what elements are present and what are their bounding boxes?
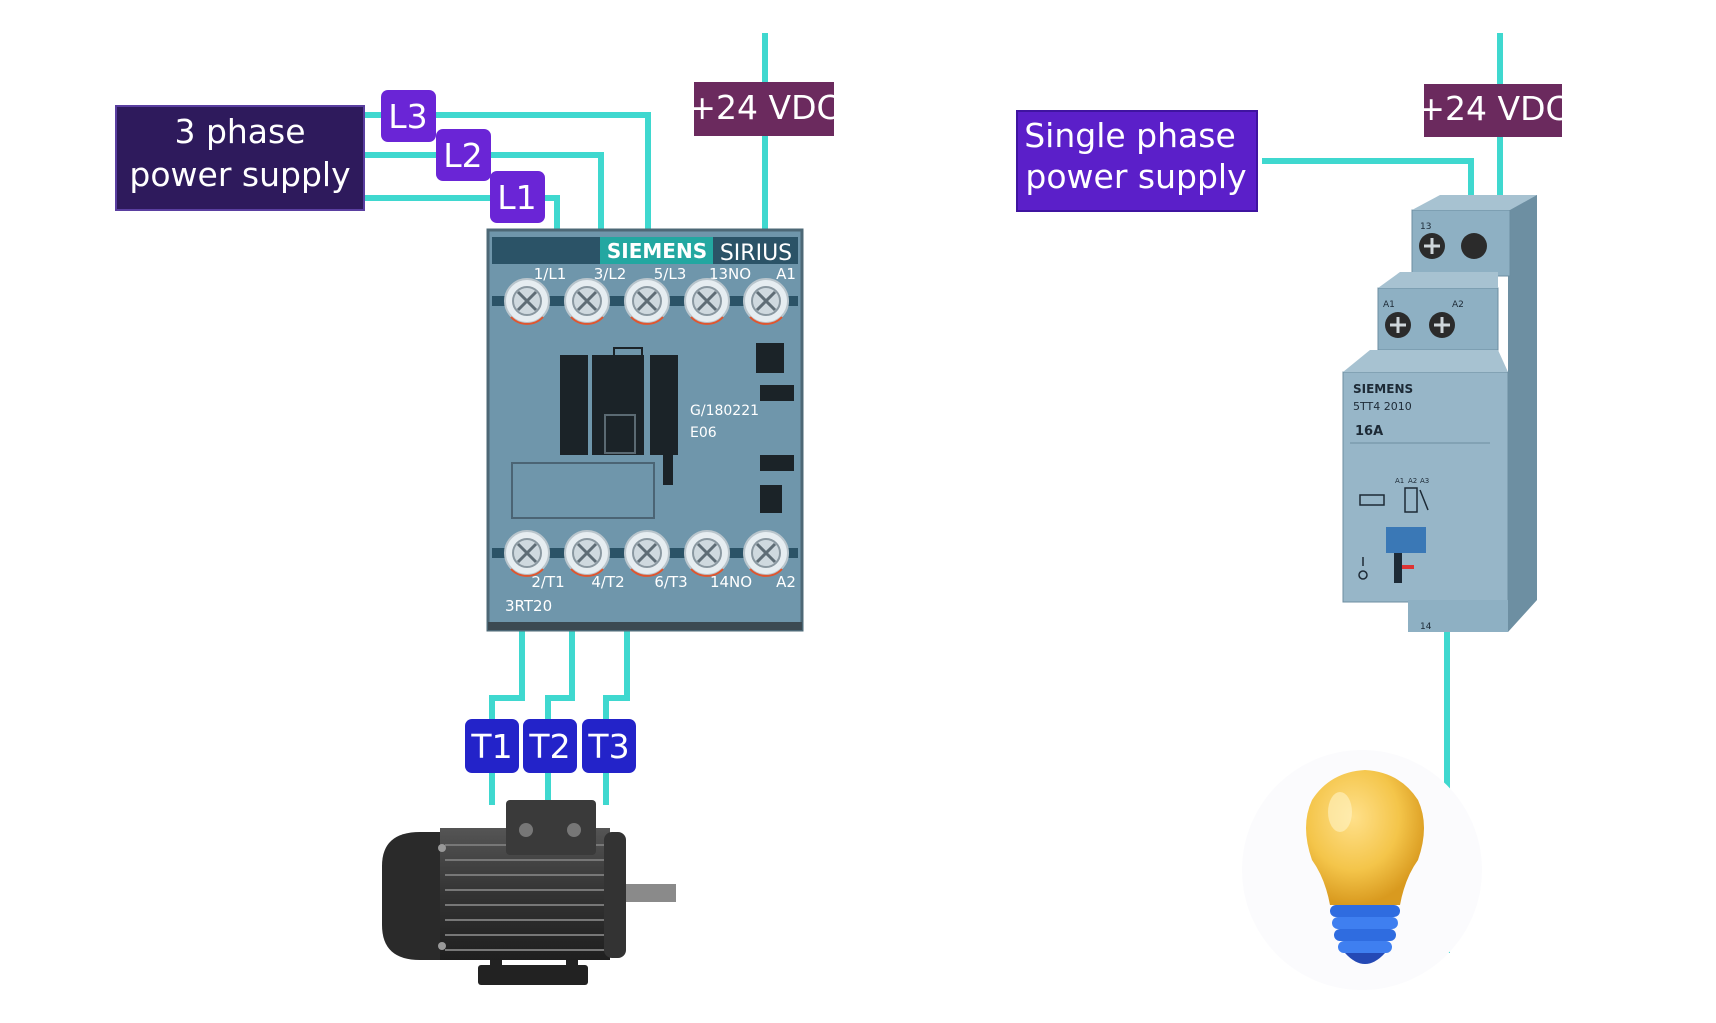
terminal-screw (742, 277, 790, 326)
terminal-label: 13NO (709, 265, 751, 283)
output-tag-t2: T2 (523, 719, 577, 773)
contactor-brand: SIEMENS (607, 239, 707, 263)
output-tag-t1: T1 (465, 719, 519, 773)
svg-text:T3: T3 (587, 727, 629, 766)
svg-text:T1: T1 (470, 727, 512, 766)
brand-badge (600, 237, 713, 264)
supply-line1: Single phase (1024, 116, 1236, 155)
terminal-label: 5/L3 (654, 265, 687, 283)
single-phase-supply-box: Single phase power supply (1016, 110, 1258, 212)
svg-text:T2: T2 (528, 727, 570, 766)
terminal-screw (563, 277, 611, 326)
contactor-mechanism (511, 343, 794, 519)
terminal-screw (742, 529, 790, 578)
terminal-label: 1/L1 (534, 265, 567, 283)
relay-schematic-symbol: A1 A2 A3 (1359, 477, 1429, 513)
vdc-tag-right: +24 VDC (1417, 84, 1569, 137)
vdc-tag-left: +24 VDC (688, 82, 840, 136)
svg-text:L2: L2 (443, 136, 482, 175)
terminal-label: 3/L2 (594, 265, 627, 283)
contactor-code2: E06 (690, 425, 717, 441)
supply-line1: 3 phase (174, 112, 305, 151)
contactor-model: 3RT20 (505, 597, 552, 615)
relay-rating: 16A (1355, 424, 1383, 439)
svg-text:L3: L3 (388, 97, 427, 136)
relay: 13 A1 A2 SIEMENS 5TT4 2010 16A A1 A2 A3 … (1342, 195, 1537, 632)
terminal-label: 14NO (710, 573, 752, 591)
terminal-label: A1 (776, 265, 796, 283)
relay-term-a2: A2 (1452, 300, 1464, 310)
output-tag-t3: T3 (582, 719, 636, 773)
svg-text:A2: A2 (1408, 477, 1417, 485)
terminal-screw (503, 529, 551, 578)
three-phase-supply-box: 3 phase power supply (115, 105, 365, 211)
svg-text:A3: A3 (1420, 477, 1429, 485)
contactor-series: SIRIUS (720, 241, 792, 266)
relay-term-a1: A1 (1383, 300, 1395, 310)
terminal-screw (623, 277, 671, 326)
terminal-screw (683, 277, 731, 326)
svg-text:A1: A1 (1395, 477, 1404, 485)
terminal-screw (623, 529, 671, 578)
phase-tag-l3: L3 (381, 90, 436, 142)
terminal-label: 2/T1 (531, 573, 564, 591)
terminal-screw (683, 529, 731, 578)
svg-text:+24 VDC: +24 VDC (1417, 89, 1568, 128)
svg-text:L1: L1 (497, 178, 536, 217)
contactor-code1: G/180221 (690, 403, 759, 419)
relay-toggle (1386, 527, 1426, 553)
motor-icon (382, 800, 676, 985)
svg-text:+24 VDC: +24 VDC (688, 88, 839, 127)
relay-term-14: 14 (1420, 622, 1432, 632)
supply-line2: power supply (1025, 157, 1246, 196)
terminal-label: 4/T2 (591, 573, 624, 591)
light-bulb-icon (1242, 750, 1482, 990)
relay-term-13: 13 (1420, 222, 1431, 232)
terminal-screw (563, 529, 611, 578)
relay-model: 5TT4 2010 (1353, 400, 1412, 413)
phase-tag-l1: L1 (490, 171, 545, 223)
terminal-screw (503, 277, 551, 326)
supply-line2: power supply (129, 155, 350, 194)
relay-brand: SIEMENS (1353, 382, 1413, 396)
terminal-label: 6/T3 (654, 573, 687, 591)
contactor: SIEMENS SIRIUS 1/L1 3/L2 5/L3 13NO A1 (486, 228, 804, 632)
terminal-label: A2 (776, 573, 796, 591)
phase-tag-l2: L2 (436, 129, 491, 181)
